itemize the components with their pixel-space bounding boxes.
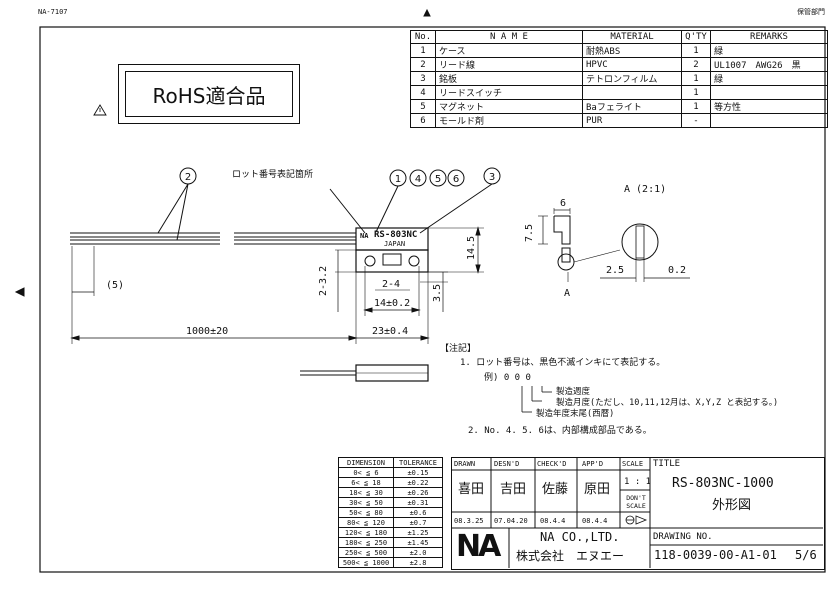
company-logo: NA (456, 529, 501, 564)
balloon-6: 6 (453, 174, 459, 185)
scale-value: 1 : 1 (624, 477, 652, 487)
company-name-jp: 株式会社 エヌエー (516, 549, 625, 563)
note-sub-2: 製造月度(ただし、10,11,12月は、X,Y,Z と表記する。) (556, 398, 779, 408)
rohs-label: RoHS適合品 (125, 71, 293, 117)
dim-2-4: 2-4 (382, 279, 401, 290)
detail-a-label: A (564, 288, 571, 299)
desnd-date: 07.04.20 (494, 517, 528, 525)
table-row: 500< ≦ 1000±2.8 (338, 557, 443, 568)
checkd-date: 08.4.4 (540, 517, 566, 525)
appd-header: APP'D (582, 460, 604, 468)
lot-label: ロット番号表記箇所 (232, 170, 314, 180)
product-marking: RS-803NC (374, 230, 418, 240)
rohs-box: RoHS適合品 (118, 64, 300, 124)
scale-header: SCALE (622, 460, 644, 468)
sheet-no: 5/6 (795, 548, 817, 562)
dim-0-2: 0.2 (668, 265, 687, 276)
note-2: 2. No. 4. 5. 6は、内部構成部品である。 (468, 426, 652, 436)
dim-23: 23±0.4 (372, 326, 409, 337)
dim-2-5: 2.5 (606, 265, 625, 276)
dim-5: (5) (106, 280, 125, 291)
balloon-3: 3 (489, 172, 495, 183)
desnd-header: DESN'D (494, 460, 520, 468)
balloon-1: 1 (395, 174, 401, 185)
stamp: 保管部門 (797, 8, 825, 16)
dim-1000: 1000±20 (186, 326, 229, 337)
drawn-header: DRAWN (454, 460, 476, 468)
drawn-date: 08.3.25 (454, 517, 484, 525)
note-example: 例) 0 0 0 (484, 373, 531, 383)
title-block (451, 457, 825, 570)
drawn-sign: 喜田 (458, 482, 485, 497)
title-sub: 外形図 (712, 498, 752, 513)
dim-6: 6 (560, 198, 567, 209)
note-1: 1. ロット番号は、黒色不滅インキにて表記する。 (460, 358, 666, 368)
balloon-5: 5 (435, 174, 441, 185)
tolerance-table: DIMENSION TOLERANCE 0< ≦ 6±0.15 6< ≦ 18±… (338, 457, 443, 568)
company-name-en: NA CO.,LTD. (540, 530, 620, 544)
appd-sign: 原田 (584, 482, 611, 497)
doc-code: NA-7107 (38, 8, 68, 16)
checkd-sign: 佐藤 (542, 482, 569, 497)
drawing-no: 118-0039-00-A1-01 (654, 548, 777, 562)
dim-14: 14±0.2 (374, 298, 411, 309)
title-main: RS-803NC-1000 (672, 476, 774, 491)
note-sub-1: 製造週度 (556, 387, 591, 397)
detail-title: A (2:1) (624, 184, 667, 195)
appd-date: 08.4.4 (582, 517, 608, 525)
title-header: TITLE (653, 459, 681, 469)
checkd-header: CHECK'D (537, 460, 567, 468)
notes-title: 【注記】 (440, 344, 477, 354)
drawing-no-header: DRAWING NO. (653, 532, 713, 542)
note-sub-3: 製造年度末尾(西暦) (536, 409, 615, 419)
desnd-sign: 吉田 (500, 482, 527, 497)
balloon-2: 2 (185, 172, 191, 183)
balloon-4: 4 (415, 174, 421, 185)
marking-sub: JAPAN (384, 240, 406, 248)
dont-scale: DON'T SCALE (626, 494, 646, 510)
marking-logo: NA (360, 232, 369, 240)
